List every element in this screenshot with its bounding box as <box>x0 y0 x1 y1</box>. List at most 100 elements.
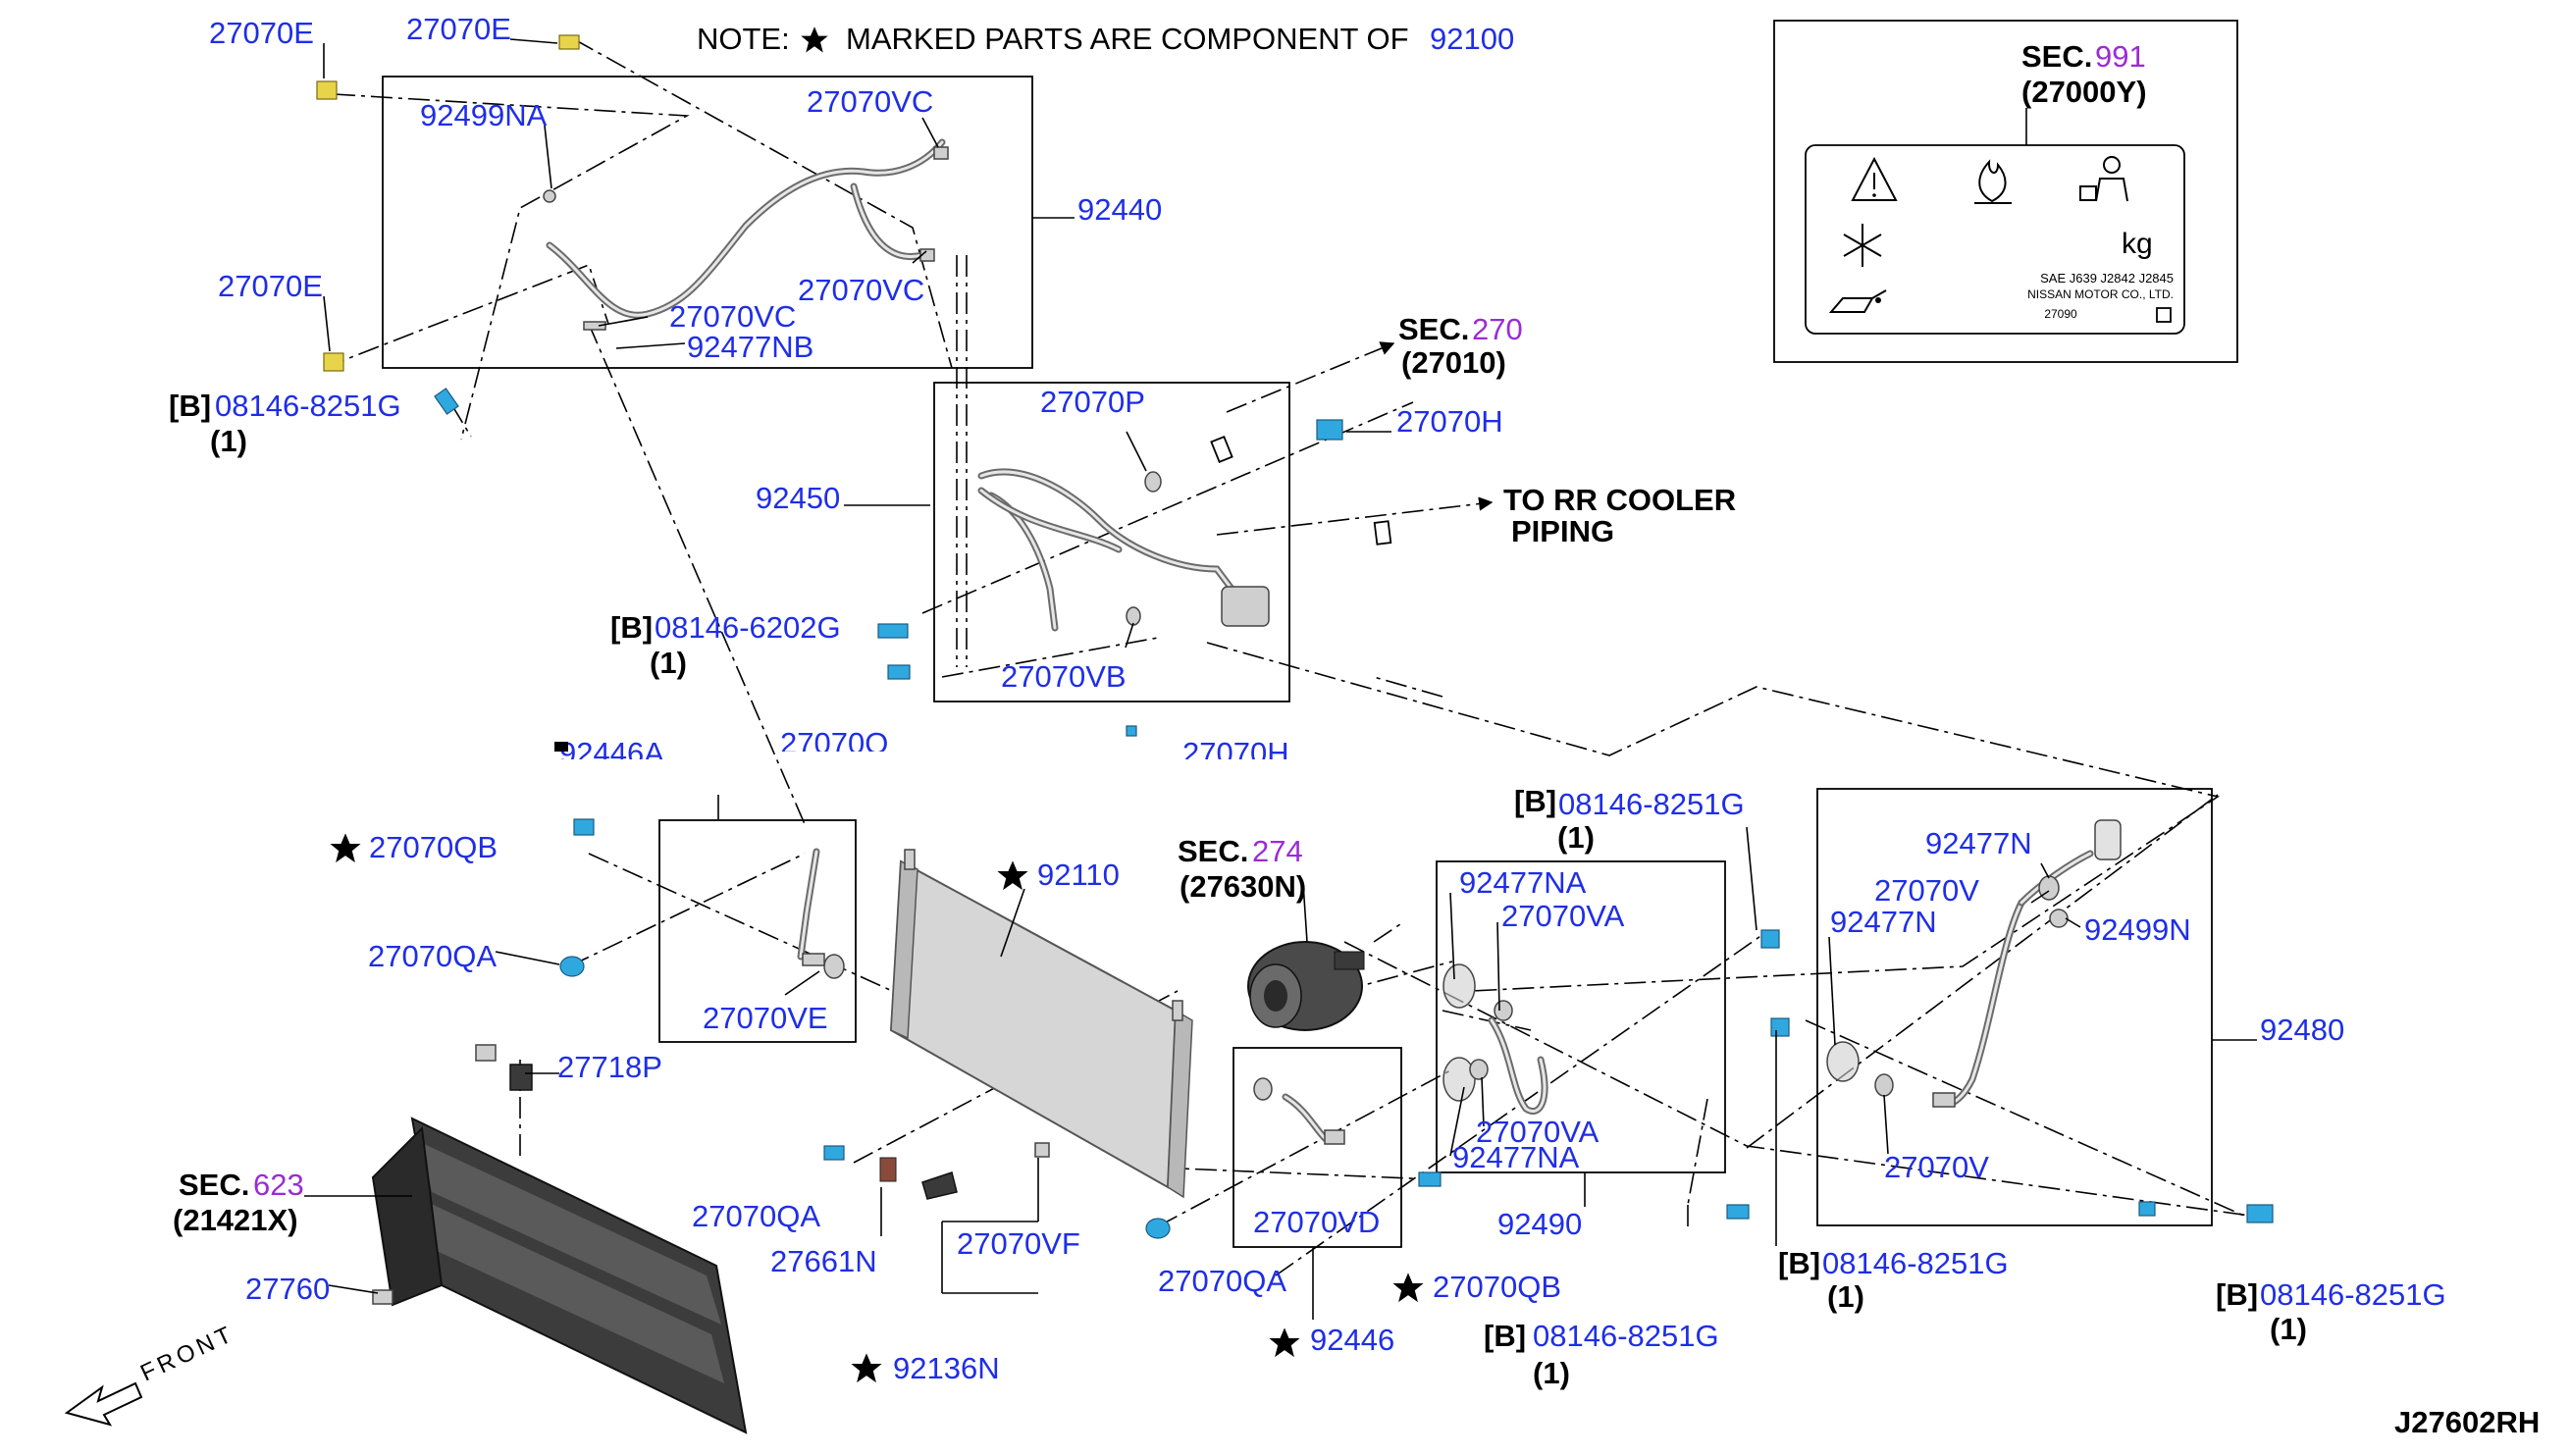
pipe-92446a <box>797 848 845 979</box>
front-arrow-icon: FRONT <box>64 1321 239 1427</box>
sec-prefix: SEC. <box>179 1168 249 1202</box>
callout-27760: 27760 <box>245 1272 330 1306</box>
callout-27070qa-1: 27070QA <box>368 939 497 973</box>
callout-92477n-1: 92477N <box>1925 826 2032 860</box>
bolt-part: 08146-8251G <box>1822 1246 2009 1280</box>
callout-27070vc-1: 27070VC <box>807 84 933 119</box>
bolt-qty: (1) <box>2270 1312 2307 1346</box>
warning-icon <box>1851 156 1898 201</box>
callout-92110: 92110 <box>1037 858 1120 892</box>
sec-prefix: SEC. <box>1178 834 1248 868</box>
callout-92477n-2: 92477N <box>1830 905 1937 939</box>
sec-part: (27010) <box>1401 345 1506 380</box>
callout-27070e-2: 27070E <box>406 12 511 46</box>
bolt-tag: [B] <box>2216 1277 2258 1312</box>
bolt-tag: [B] <box>1484 1319 1526 1353</box>
sec-prefix: SEC. <box>1398 312 1469 346</box>
bolt-tag: [B] <box>169 389 211 423</box>
sec-part: (27630N) <box>1180 869 1306 904</box>
compressor-27630n <box>1247 941 1365 1031</box>
bolt-part: 08146-8251G <box>2260 1277 2446 1312</box>
oil-can-icon <box>1828 289 1887 313</box>
label-standards-1: SAE J639 J2842 J2845 <box>2040 271 2174 286</box>
bolt-tag: [B] <box>1778 1246 1820 1280</box>
pipe-92490 <box>1442 963 1548 1115</box>
callout-27718p: 27718P <box>557 1050 662 1084</box>
callout-27070vf: 27070VF <box>957 1226 1080 1261</box>
note-text: MARKED PARTS ARE COMPONENT OF <box>846 22 1409 56</box>
callout-92477nb: 92477NB <box>687 330 813 364</box>
star-icon <box>330 833 361 863</box>
callout-27070vc-2: 27070VC <box>798 273 924 307</box>
section-refs: SEC. 270 (27010) SEC. 274 (27630N) SEC. … <box>173 312 1736 1237</box>
rr-cooler-line2: PIPING <box>1511 514 1614 548</box>
callout-92499n: 92499N <box>2084 912 2191 947</box>
bolt-tag: [B] <box>1514 784 1556 818</box>
star-icon <box>1392 1273 1424 1303</box>
bolt-part: 08146-8251G <box>1558 787 1745 821</box>
label-panel: SEC. 991 (27000Y) kg <box>1773 20 2238 363</box>
bolt-qty: (1) <box>210 424 247 458</box>
bolt-qty: (1) <box>1557 820 1595 855</box>
condenser-92110 <box>889 849 1193 1199</box>
manual-icon <box>2079 156 2128 202</box>
callout-27070h-partial: 27070H <box>1182 736 1289 770</box>
callout-92136n: 92136N <box>893 1351 1000 1385</box>
sec-num: 270 <box>1472 312 1523 346</box>
callout-27070vc-3: 27070VC <box>669 299 796 334</box>
callout-27070vd: 27070VD <box>1253 1205 1380 1239</box>
bolt-qty: (1) <box>1533 1356 1570 1390</box>
callout-27070qa-2: 27070QA <box>692 1199 820 1233</box>
sec-num: 623 <box>253 1168 304 1202</box>
rr-cooler-line1: TO RR COOLER <box>1503 483 1736 517</box>
callout-27070p: 27070P <box>1040 385 1145 419</box>
callout-92480: 92480 <box>2260 1013 2344 1047</box>
callout-92446: 92446 <box>1310 1323 1394 1357</box>
callout-92440: 92440 <box>1077 192 1162 227</box>
callout-27070h: 27070H <box>1396 404 1503 439</box>
callout-27070v-2: 27070V <box>1884 1150 1989 1184</box>
partial-labels: 92446A 27070Q 27070H <box>554 725 1289 770</box>
star-icon <box>997 860 1028 891</box>
callout-92477na-1: 92477NA <box>1459 865 1587 900</box>
label-code: 27090 <box>2044 307 2077 321</box>
callout-27070e-3: 27070E <box>218 269 323 303</box>
flame-icon <box>1974 159 2012 204</box>
bolt-qty: (1) <box>1827 1279 1864 1314</box>
bolt-part: 08146-8251G <box>215 389 401 423</box>
bolt-part: 08146-6202G <box>655 610 841 645</box>
callout-92490: 92490 <box>1497 1207 1582 1241</box>
bolt-icons <box>434 388 2274 1239</box>
label-part: (27000Y) <box>2021 75 2147 109</box>
callout-27070va-2: 27070VA <box>1476 1115 1600 1149</box>
callout-leaders <box>304 38 2257 1320</box>
bolt-tag: [B] <box>610 610 653 645</box>
small-parts <box>316 34 1343 1305</box>
callout-27070va-1: 27070VA <box>1501 899 1625 933</box>
sec-part: (21421X) <box>173 1203 298 1237</box>
bolt-part: 08146-8251G <box>1533 1319 1719 1353</box>
callout-27070v-1: 27070V <box>1874 873 1979 908</box>
pipe-92450 <box>977 468 1270 632</box>
diagram-code: J27602RH <box>2394 1405 2540 1439</box>
star-icon <box>1269 1327 1300 1358</box>
star-icon <box>851 1353 882 1383</box>
callout-27661n: 27661N <box>770 1244 877 1278</box>
shroud-21421x <box>371 1064 748 1434</box>
note: NOTE: MARKED PARTS ARE COMPONENT OF 9210… <box>697 22 1514 56</box>
snowflake-icon <box>1843 224 1882 267</box>
callout-27070vb: 27070VB <box>1001 659 1127 694</box>
front-label: FRONT <box>136 1321 238 1387</box>
callouts: 27070E 27070E 92499NA 27070VC 92440 2707… <box>209 12 2344 1385</box>
section-arrows <box>1210 341 1494 546</box>
callout-92477na-2: 92477NA <box>1452 1140 1580 1174</box>
bolt-callouts: [B] 08146-8251G (1) [B] 08146-6202G (1) … <box>169 389 2446 1390</box>
pipe-92440 <box>543 138 949 331</box>
callout-92446a-partial: 92446A <box>559 736 664 770</box>
sec-num: 274 <box>1252 834 1303 868</box>
callout-27070q-partial: 27070Q <box>780 726 888 760</box>
callout-92499na: 92499NA <box>420 98 548 132</box>
label-kg: kg <box>2122 228 2153 260</box>
callout-27070qb-1: 27070QB <box>369 830 498 864</box>
label-sec-prefix: SEC. <box>2021 39 2092 74</box>
